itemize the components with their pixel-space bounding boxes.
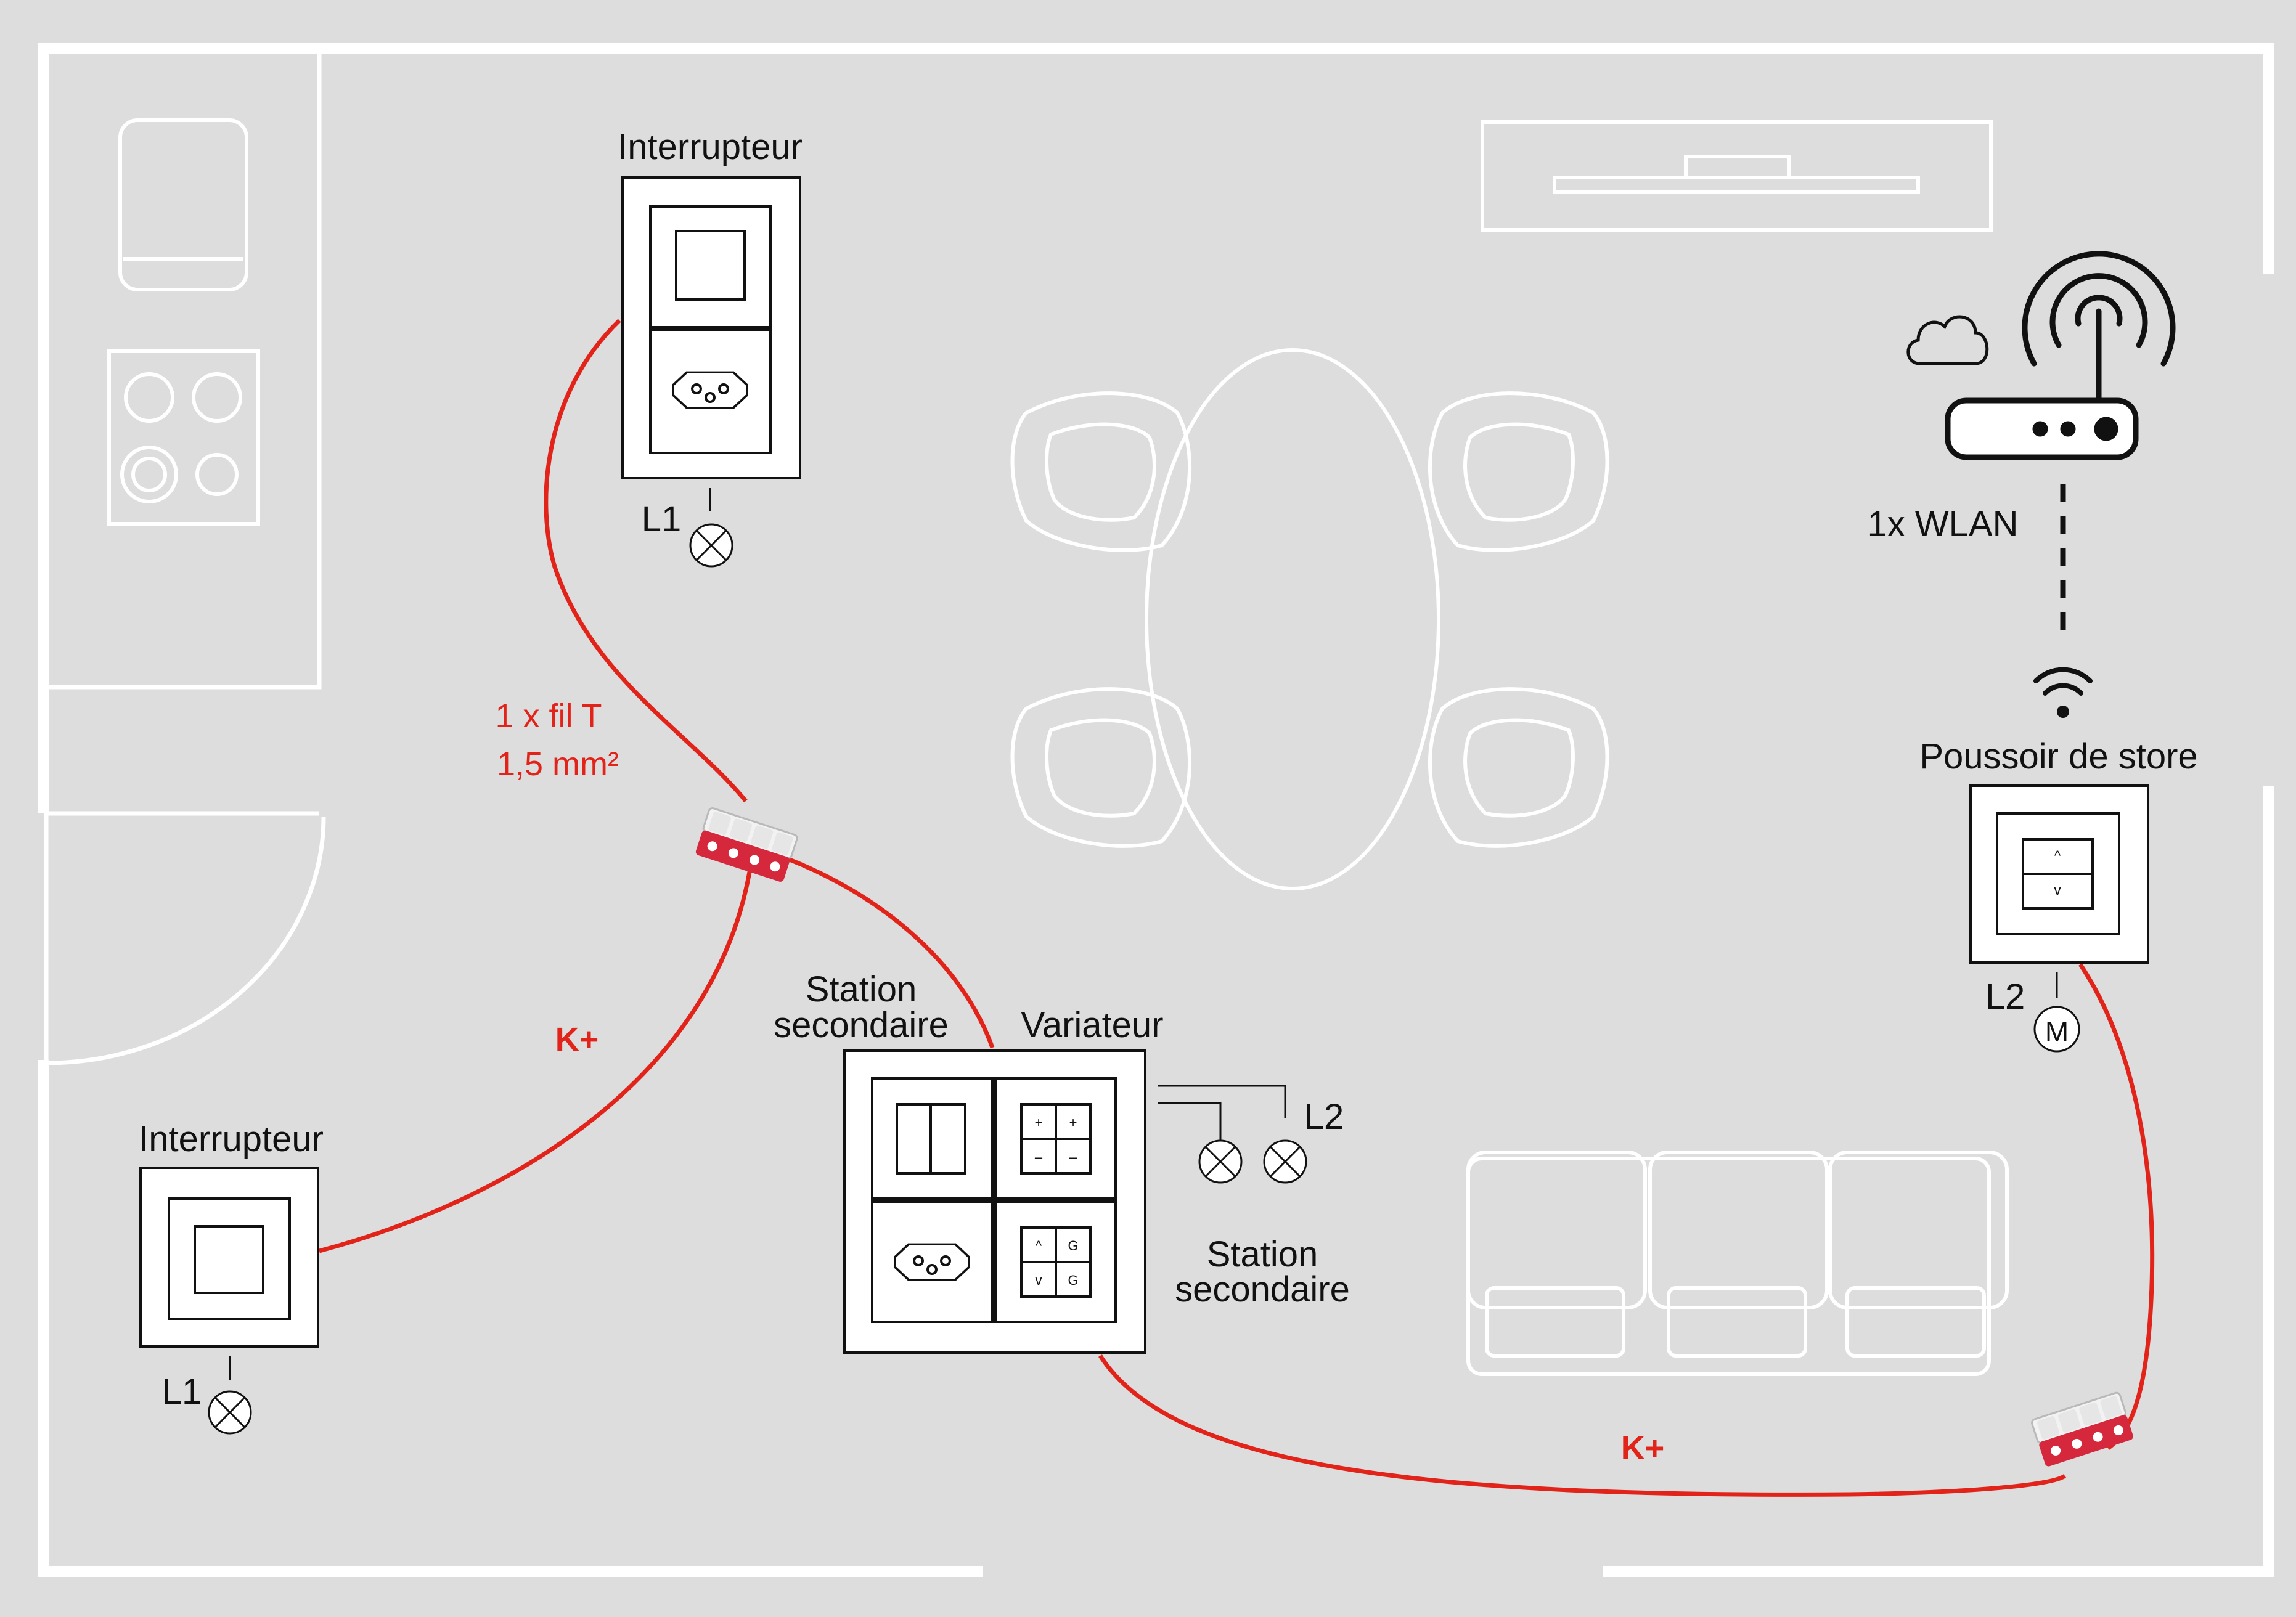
wire-left-switch xyxy=(319,856,754,1253)
sink xyxy=(118,118,248,291)
wire-secondary-station xyxy=(763,848,995,1049)
switch-left xyxy=(139,1167,319,1348)
sideboard xyxy=(1481,120,1993,232)
motor-symbol-icon xyxy=(2033,1006,2080,1053)
sofa-seat xyxy=(1485,1286,1625,1358)
blind-pusher-key-glyph: ^ xyxy=(2054,848,2061,863)
secondary-station-top-line2: secondaire xyxy=(774,1005,949,1045)
sofa-cushion xyxy=(1466,1151,1647,1309)
lamp-symbol-icon xyxy=(1263,1139,1307,1184)
wire-spec-line1: 1 x fil T xyxy=(495,698,602,735)
wire-spec-line2: 1,5 mm² xyxy=(497,746,619,783)
burner-icon xyxy=(131,457,167,492)
sofa xyxy=(1466,1151,2009,1376)
key-glyphs: + + – – ^ G v G xyxy=(1035,1115,1079,1288)
cloud-icon xyxy=(1906,315,1989,365)
switch-socket-top xyxy=(621,176,801,479)
blind-key-glyph: ^ xyxy=(1036,1238,1042,1253)
outer-wall-bottom-right xyxy=(1603,786,2274,1577)
l1-top-label: L1 xyxy=(642,499,682,539)
dining-set xyxy=(1010,348,1609,890)
tv-sideboard xyxy=(1481,120,1993,232)
blind-pusher xyxy=(1969,784,2149,964)
burner-icon xyxy=(124,372,174,423)
motor-symbol-label: M xyxy=(2045,1016,2069,1048)
dimmer-key-glyph: – xyxy=(1035,1149,1043,1165)
switch-rocker xyxy=(675,230,746,301)
secondary-station-top-line1: Station xyxy=(806,969,917,1009)
wlan-label: 1x WLAN xyxy=(1868,504,2019,544)
dimmer-outputs xyxy=(1158,1085,1286,1140)
blind-pusher-label: Poussoir de store xyxy=(1919,736,2197,776)
chair xyxy=(1428,687,1609,848)
secondary-station-right-line1: Station xyxy=(1207,1234,1318,1274)
combination-unit xyxy=(843,1049,1146,1354)
lamp-symbol-icon xyxy=(1198,1139,1243,1184)
k-plus-left-label: K+ xyxy=(555,1021,599,1058)
dimmer-key-glyph: + xyxy=(1035,1115,1043,1130)
outer-wall-top xyxy=(38,43,2274,813)
dining-table xyxy=(1145,348,1440,890)
wifi-router-icon xyxy=(1945,251,2176,460)
lamp-symbol-icon xyxy=(208,1390,252,1435)
outer-wall-bottom-left xyxy=(38,1060,983,1577)
sofa-seat xyxy=(1667,1286,1807,1358)
secondary-station-right-line2: secondaire xyxy=(1175,1269,1350,1309)
wire-top-switch xyxy=(544,319,748,803)
cooktop xyxy=(107,349,260,526)
sofa-cushion xyxy=(1648,1151,1829,1309)
burner-icon xyxy=(195,453,239,496)
kitchen-wall xyxy=(46,51,322,690)
wifi-signal-icon xyxy=(2033,667,2093,718)
switch-rocker xyxy=(194,1225,264,1294)
dimmer-key-glyph: + xyxy=(1069,1115,1077,1130)
switch-left-label: Interrupteur xyxy=(139,1119,324,1159)
wires xyxy=(319,319,2155,1497)
swiss-socket-icon xyxy=(672,371,748,409)
sofa-frame xyxy=(1466,1157,1991,1376)
lamp-symbol-icon xyxy=(689,523,733,568)
tv-stand xyxy=(1684,155,1791,179)
sofa-cushion xyxy=(1828,1151,2009,1309)
tv-base xyxy=(1553,176,1920,194)
burner-icon xyxy=(192,372,242,423)
switch-top-label: Interrupteur xyxy=(618,127,803,167)
swiss-socket-icon xyxy=(894,1243,970,1281)
door-swing xyxy=(46,816,326,1065)
wire-connector-icon xyxy=(2031,1391,2133,1467)
blind-key-glyph: v xyxy=(1036,1273,1042,1288)
l1-left-label: L1 xyxy=(162,1372,202,1412)
chair xyxy=(1010,687,1192,848)
walls xyxy=(38,43,2274,1577)
wire-blind xyxy=(2078,963,2155,1450)
chair xyxy=(1428,391,1609,552)
sofa-seat xyxy=(1845,1286,1986,1358)
blind-pusher-key-glyph: v xyxy=(2054,882,2061,898)
blind-key-glyph: G xyxy=(1068,1238,1078,1253)
l2-blind-label: L2 xyxy=(1985,977,2025,1017)
dimmer-label: Variateur xyxy=(1021,1005,1163,1045)
kitchen xyxy=(107,118,260,526)
wire-bottom xyxy=(1098,1354,2067,1497)
wire-connector-icon xyxy=(695,807,798,882)
l2-dimmer-label: L2 xyxy=(1304,1097,1344,1137)
burner-icon xyxy=(120,446,178,503)
dimmer-key-glyph: – xyxy=(1069,1149,1077,1165)
blind-key-glyph: G xyxy=(1068,1273,1078,1288)
chair xyxy=(1010,391,1192,552)
k-plus-bottom-label: K+ xyxy=(1621,1430,1665,1467)
